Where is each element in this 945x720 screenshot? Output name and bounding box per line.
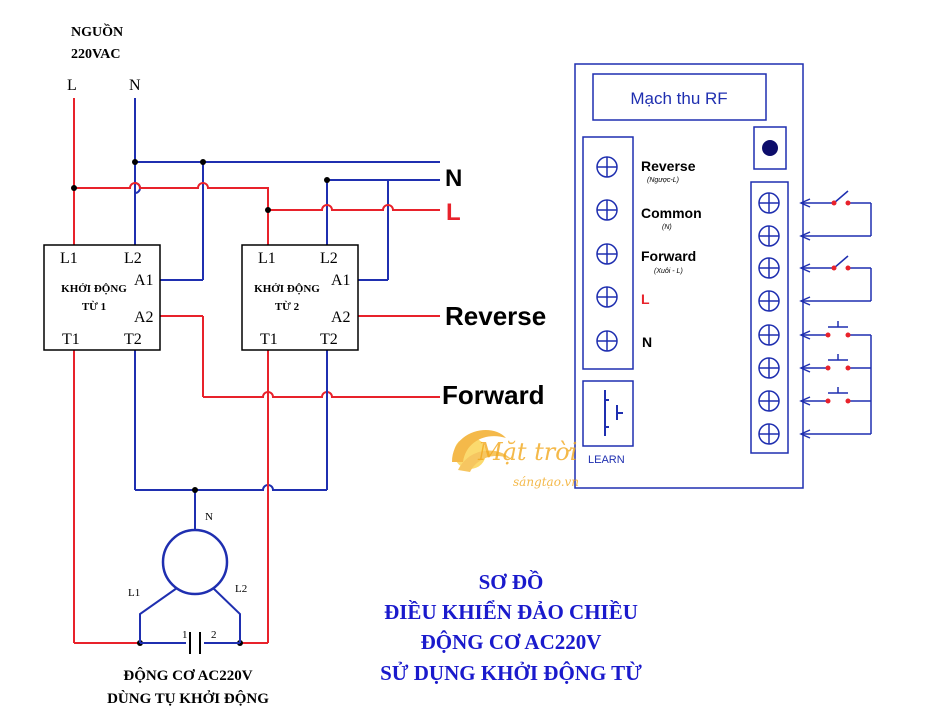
right-screws <box>758 192 780 445</box>
pushbutton-icon-1 <box>801 321 871 338</box>
c2-t1: T1 <box>260 331 278 348</box>
capacitor-pin-2: 2 <box>211 629 217 641</box>
term-forward-sub: (Xuôi - L) <box>654 268 683 275</box>
rf-title-box <box>592 73 767 121</box>
rf-title: Mạch thu RF <box>630 89 727 108</box>
contactor-2-body <box>241 244 359 351</box>
title-line3: ĐỘNG CƠ AC220V <box>421 630 602 654</box>
c1-l2: L2 <box>124 250 142 267</box>
c1-name-line1: KHỞI ĐỘNG <box>61 282 127 295</box>
learn-button-box[interactable] <box>582 380 634 447</box>
c1-name-line2: TỪ 1 <box>82 301 106 313</box>
live-wires <box>73 98 440 398</box>
title-line1: SƠ ĐỒ <box>479 570 544 594</box>
l-bus-2 <box>268 204 440 211</box>
right-screw-icon-5 <box>758 324 780 346</box>
c2-l2: L2 <box>320 250 338 267</box>
right-screw-icon-6 <box>758 357 780 379</box>
led-icon <box>762 140 778 156</box>
c1-l1: L1 <box>60 250 78 267</box>
source-title-line1: NGUỒN <box>71 22 123 40</box>
contactor-1-body <box>43 244 161 351</box>
term-l-label: L <box>641 291 650 307</box>
right-screw-icon-4 <box>758 290 780 312</box>
motor-caption-line2: DÙNG TỤ KHỞI ĐỘNG <box>107 690 269 707</box>
source-n-label: N <box>129 77 141 94</box>
c2-a2: A2 <box>331 309 351 326</box>
term-reverse-sub: (Ngược-L) <box>647 177 679 184</box>
switch-input-icon-2 <box>801 255 872 302</box>
left-screw-icon-4 <box>596 286 618 308</box>
term-reverse-label: Reverse <box>641 158 696 174</box>
motor-symbol <box>161 528 229 596</box>
c1-t2: T2 <box>124 331 142 348</box>
left-screw-icon-1 <box>596 156 618 178</box>
c1-a1: A1 <box>134 272 154 289</box>
learn-button-icon <box>604 390 623 436</box>
right-screw-icon-1 <box>758 192 780 214</box>
terminal-labels: Reverse (Ngược-L) Common (N) Forward (Xu… <box>641 158 702 350</box>
c2-name-line2: TỪ 2 <box>275 301 300 313</box>
bus-n-label: N <box>445 165 462 192</box>
capacitor-pin-1: 1 <box>182 629 188 641</box>
c2-a1: A1 <box>331 272 351 289</box>
motor-caption-line1: ĐỘNG CƠ AC220V <box>123 667 252 684</box>
bus-labels: N L Reverse Forward <box>442 165 546 410</box>
remote-inputs <box>799 190 872 439</box>
motor-l2-label: L2 <box>235 583 247 595</box>
l-bus-1 <box>74 182 269 245</box>
title-line4: SỬ DỤNG KHỞI ĐỘNG TỪ <box>380 661 642 685</box>
pushbutton-icon-2 <box>801 354 871 371</box>
pushbutton-icon-3 <box>801 387 871 404</box>
term-n-label: N <box>642 334 652 350</box>
watermark-line1: Mặt trời <box>477 438 577 466</box>
switch-input-icon-1 <box>801 190 872 237</box>
sun-logo-icon <box>452 430 512 472</box>
contactor-2: L1 L2 A1 A2 T1 T2 KHỞI ĐỘNG TỪ 2 <box>241 244 359 351</box>
c2-l1: L1 <box>258 250 276 267</box>
forward-wire <box>203 391 440 398</box>
reverse-label: Reverse <box>445 301 546 331</box>
motor-l1-label: L1 <box>128 587 140 599</box>
right-screw-icon-7 <box>758 390 780 412</box>
c1-a2: A2 <box>134 309 154 326</box>
right-terminal-strip <box>750 181 789 454</box>
right-screw-icon-3 <box>758 257 780 279</box>
left-screw-icon-5 <box>596 330 618 352</box>
term-forward-label: Forward <box>641 248 696 264</box>
source-title-line2: 220VAC <box>71 47 121 62</box>
c2-t2: T2 <box>320 331 338 348</box>
motor: N L1 L2 1 2 ĐỘNG CƠ AC220V DÙNG TỤ KHỞI … <box>107 511 269 707</box>
term-common-sub: (N) <box>662 224 672 231</box>
contactor-1: L1 L2 A1 A2 T1 T2 KHỞI ĐỘNG TỪ 1 <box>43 244 161 351</box>
watermark-logo: Mặt trời sángtạo.vn <box>452 430 579 489</box>
title-line2: ĐIỀU KHIỂN ĐẢO CHIỀU <box>384 600 638 624</box>
source-labels: NGUỒN 220VAC L N <box>67 22 141 94</box>
c2-name-line1: KHỞI ĐỘNG <box>254 282 320 295</box>
c1-t1: T1 <box>62 331 80 348</box>
source-l-label: L <box>67 77 77 94</box>
rf-receiver-module: Mạch thu RF Reverse (Ngược-L) Common (N)… <box>574 63 872 489</box>
right-screw-icon-8 <box>758 423 780 445</box>
left-screw-icon-2 <box>596 199 618 221</box>
term-common-label: Common <box>641 205 702 221</box>
forward-label: Forward <box>442 380 545 410</box>
junction-dots <box>71 159 330 646</box>
motor-wires <box>73 350 328 644</box>
right-screw-icon-2 <box>758 225 780 247</box>
watermark-line2: sángtạo.vn <box>513 475 579 489</box>
diagram-title: SƠ ĐỒ ĐIỀU KHIỂN ĐẢO CHIỀU ĐỘNG CƠ AC220… <box>380 570 642 685</box>
bus-l-label: L <box>446 199 461 226</box>
left-screw-icon-3 <box>596 243 618 265</box>
left-screws <box>596 156 618 352</box>
neutral-wires <box>134 98 440 281</box>
motor-n-label: N <box>205 511 213 523</box>
learn-label: LEARN <box>588 454 625 466</box>
